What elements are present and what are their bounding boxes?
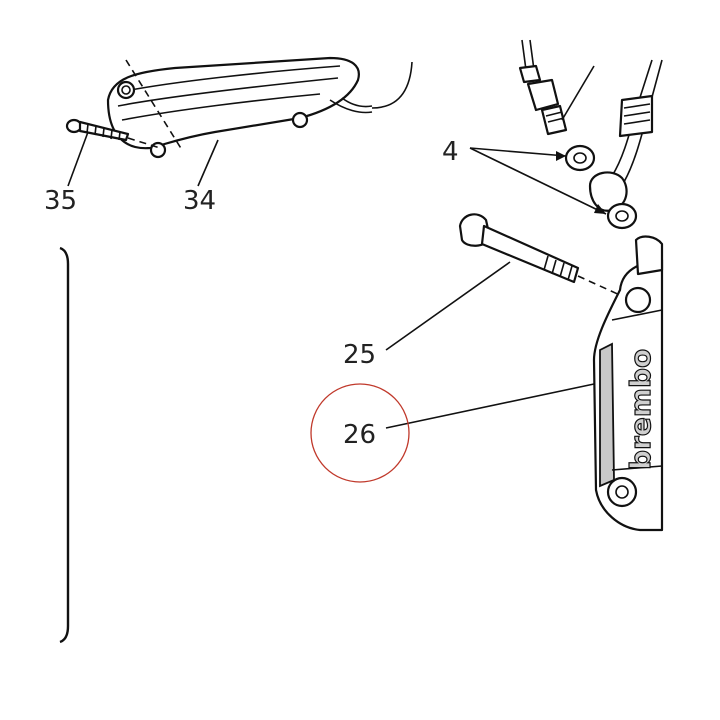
callout-4-label: 4: [442, 137, 459, 167]
callout-35-label: 35: [44, 186, 77, 216]
brake-hose: [518, 39, 663, 212]
callout-25-label: 25: [343, 340, 376, 370]
callout-4-arrowhead-a: [556, 151, 566, 161]
callout-26-label: 26: [343, 420, 376, 450]
callout-26-highlight-circle: [310, 383, 410, 483]
part-4-washer-lower: [606, 202, 638, 230]
callout-26-leader: [385, 383, 595, 429]
panel-frame-edge: [59, 246, 70, 644]
callout-4-arrowhead-b: [594, 204, 606, 214]
callout-4-leader-b: [469, 147, 607, 215]
part-34-guide-line: [125, 59, 183, 151]
callout-25-leader: [385, 261, 511, 351]
callout-4-leader-a: [469, 147, 567, 157]
part-35-screw: [65, 118, 130, 142]
callout-35-leader: [67, 131, 89, 187]
part-35-guide-line: [127, 137, 161, 149]
callout-34-label: 34: [183, 186, 216, 216]
part-34-cover: [106, 56, 413, 159]
part-26-brake-caliper: brembo: [592, 235, 664, 532]
callout-hose-leader: [561, 65, 595, 121]
caliper-brand-logo: brembo: [624, 349, 657, 470]
part-25-guide-line: [577, 275, 623, 297]
part-25-bolt: [458, 213, 580, 284]
callout-34-leader: [197, 139, 219, 187]
part-4-washer-upper: [564, 144, 596, 172]
